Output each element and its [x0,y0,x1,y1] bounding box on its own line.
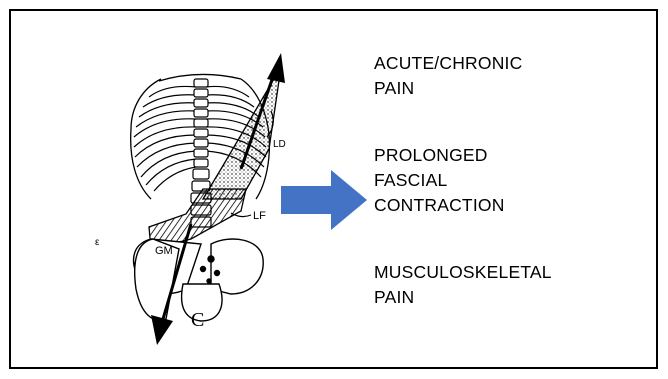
slide: LD LF GM C ε ACUTE/CHRONIC PAIN PROLONGE… [9,9,658,369]
acute-chronic-pain-text: ACUTE/CHRONIC PAIN [374,51,522,101]
figure-label-c: C [191,309,204,332]
ribs-left [134,86,196,191]
gm-label: GM [155,245,173,257]
right-arrow-icon [281,170,367,230]
musculoskeletal-pain-text: MUSCULOSKELETAL PAIN [374,260,552,310]
ld-label: LD [273,139,286,150]
lf-label: LF [253,210,266,222]
anatomy-illustration: LD LF GM [91,49,301,349]
prolonged-fascial-contraction-text: PROLONGED FASCIAL CONTRACTION [374,143,505,218]
stray-mark: ε [95,237,99,248]
